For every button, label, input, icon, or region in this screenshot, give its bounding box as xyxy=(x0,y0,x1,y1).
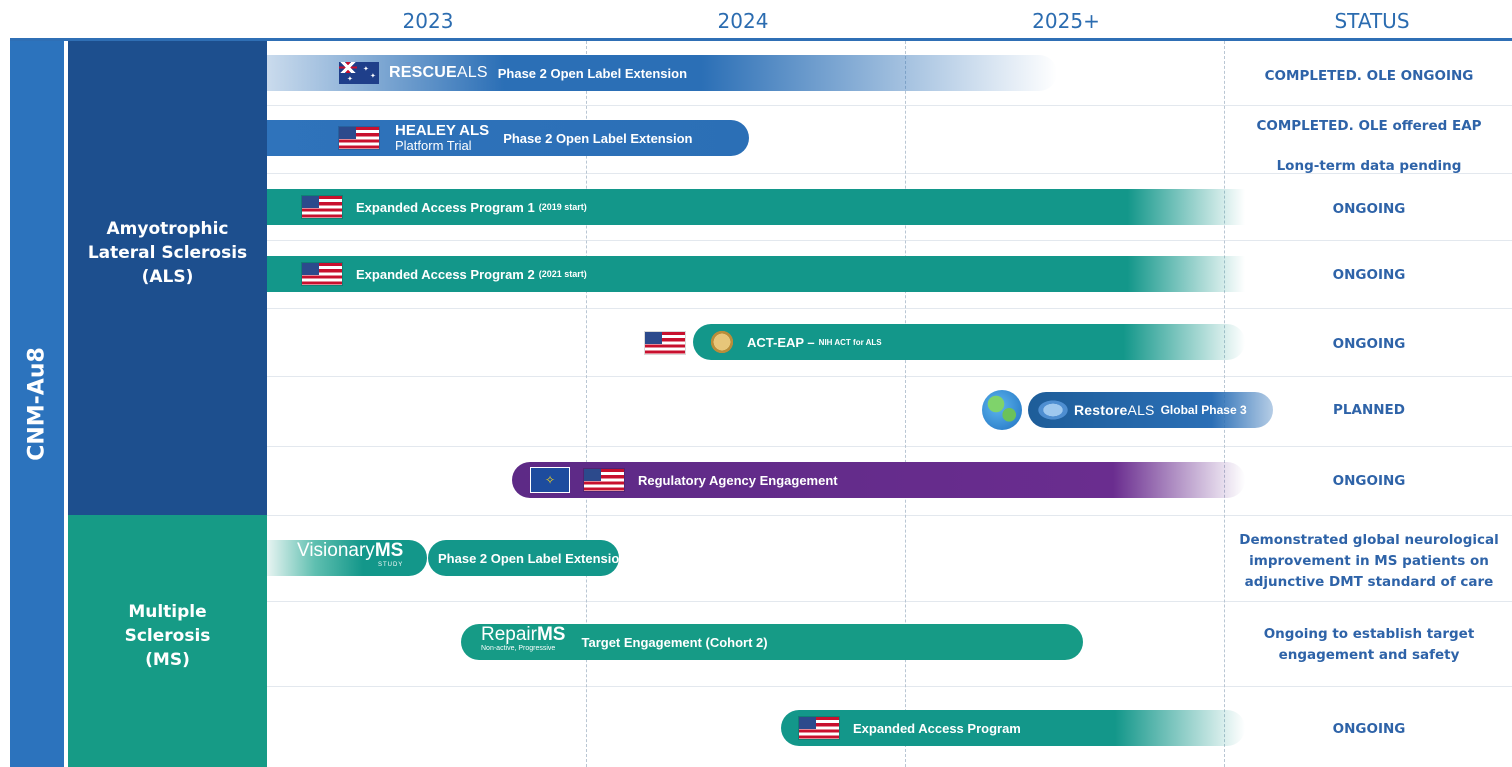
repair-phase-label: Target Engagement (Cohort 2) xyxy=(581,634,768,650)
restore-phase-label: Global Phase 3 xyxy=(1160,403,1247,417)
bar-act-eap: ACT-EAP – NIH ACT for ALS xyxy=(693,324,1245,360)
ms-eap-label: Expanded Access Program xyxy=(853,720,1021,736)
rescue-phase-label: Phase 2 Open Label Extension xyxy=(497,65,688,81)
bar-eap-2: Expanded Access Program 2 (2021 start) xyxy=(267,256,1245,292)
eap-2-label: Expanded Access Program 2 xyxy=(356,266,535,282)
bar-healey-als: HEALEY ALS Platform Trial Phase 2 Open L… xyxy=(267,120,749,156)
bar-restore-als: RestoreALS Global Phase 3 xyxy=(1028,392,1273,428)
visionary-brand: VisionaryMS STUDY xyxy=(297,540,404,568)
usa-flag-icon xyxy=(799,717,839,739)
year-2025-header: 2025+ xyxy=(1032,9,1100,33)
compound-label-column: CNM-Au8 xyxy=(10,41,64,767)
bar-visionary-ms: VisionaryMS STUDY xyxy=(267,540,427,576)
eap-2-note: (2021 start) xyxy=(538,269,587,279)
healey-phase-label: Phase 2 Open Label Extension xyxy=(503,130,693,146)
usa-flag-icon xyxy=(339,127,379,149)
bar-eap-1: Expanded Access Program 1 (2019 start) xyxy=(267,189,1245,225)
status-ms-eap: ONGOING xyxy=(1332,721,1406,737)
usa-flag-icon xyxy=(302,263,342,285)
usa-flag-icon xyxy=(302,196,342,218)
status-regulatory: ONGOING xyxy=(1332,473,1406,489)
brain-icon xyxy=(709,329,735,355)
status-eap-2: ONGOING xyxy=(1332,267,1406,283)
compound-name: CNM-Au8 xyxy=(24,347,50,461)
status-eap-1: ONGOING xyxy=(1332,201,1406,217)
bar-regulatory: ✧ Regulatory Agency Engagement xyxy=(512,462,1245,498)
eap-1-label: Expanded Access Program 1 xyxy=(356,199,535,215)
status-visionary-ms: Demonstrated global neurological improve… xyxy=(1239,532,1499,590)
bar-ms-eap: Expanded Access Program xyxy=(781,710,1245,746)
healey-brand: HEALEY ALS Platform Trial xyxy=(395,122,490,153)
status-rescue-als: COMPLETED. OLE ONGOING xyxy=(1264,68,1474,84)
category-ms-label: Multiple Sclerosis (MS) xyxy=(124,602,211,670)
australia-flag-icon: ✦✦✦ xyxy=(339,62,379,84)
status-repair-ms: Ongoing to establish target engagement a… xyxy=(1263,626,1475,663)
usa-flag-icon xyxy=(584,469,624,491)
category-als: Amyotrophic Lateral Sclerosis (ALS) xyxy=(68,41,267,515)
visionary-phase-label: Phase 2 Open Label Extension xyxy=(438,550,628,566)
rescue-brand: RESCUEALS xyxy=(389,64,488,81)
bar-rescue-als: ✦✦✦ RESCUEALS Phase 2 Open Label Extensi… xyxy=(267,55,1057,91)
bar-repair-ms: RepairMS Non-active, Progressive Target … xyxy=(461,624,1083,660)
status-healey-als: COMPLETED. OLE offered EAP Long-term dat… xyxy=(1256,118,1482,174)
bar-visionary-ole: Phase 2 Open Label Extension xyxy=(428,540,627,576)
year-2023-header: 2023 xyxy=(402,9,454,33)
repair-brand: RepairMS Non-active, Progressive xyxy=(481,624,566,652)
category-als-label: Amyotrophic Lateral Sclerosis (ALS) xyxy=(87,219,248,287)
restore-brand: RestoreALS xyxy=(1074,402,1155,418)
globe-icon xyxy=(982,390,1022,430)
status-act-eap: ONGOING xyxy=(1332,336,1406,352)
act-eap-label: ACT-EAP – xyxy=(747,334,815,350)
status-header: STATUS xyxy=(1334,9,1410,33)
usa-flag-icon xyxy=(645,332,685,354)
eu-flag-icon: ✧ xyxy=(530,467,570,493)
brain-icon xyxy=(1036,399,1070,421)
status-restore-als: PLANNED xyxy=(1333,402,1405,418)
regulatory-label: Regulatory Agency Engagement xyxy=(638,472,838,488)
header-divider xyxy=(10,38,1512,41)
category-ms: Multiple Sclerosis (MS) xyxy=(68,515,267,767)
act-eap-note: NIH ACT for ALS xyxy=(818,337,882,347)
year-2024-header: 2024 xyxy=(717,9,769,33)
eap-1-note: (2019 start) xyxy=(538,202,587,212)
